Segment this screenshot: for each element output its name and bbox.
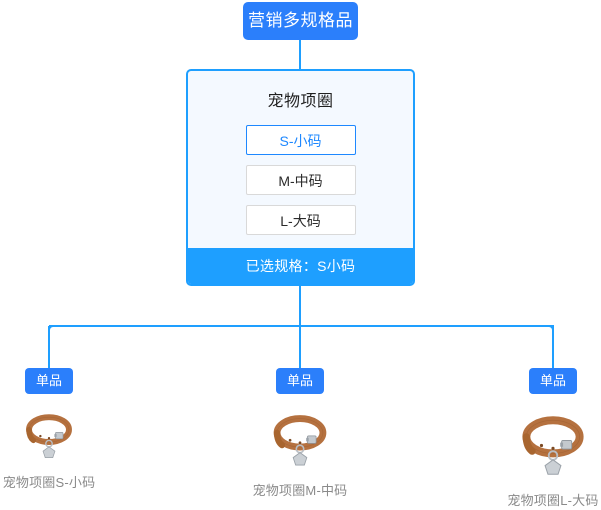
sku-column-small: 单品 宠物项圈S-小码 [0,368,129,491]
connector-card-to-bus [299,286,301,326]
sku-column-medium: 单品 宠物项圈M-中码 [220,368,380,499]
sku-badge-small[interactable]: 单品 [24,368,73,394]
pet-collar-medium-image [269,408,331,470]
connector-drop-sku-2 [299,326,301,368]
spec-selection-card: 宠物项圈 S-小码 M-中码 L-大码 已选规格：S小码 [186,69,415,286]
sku-caption-large: 宠物项圈L-大码 [507,493,599,508]
spec-option-medium[interactable]: M-中码 [245,165,356,195]
spec-card-body: 宠物项圈 S-小码 M-中码 L-大码 [188,71,413,248]
spec-option-list: S-小码 M-中码 L-大码 [188,125,413,235]
connector-horizontal-bus [49,325,554,327]
sku-badge-large[interactable]: 单品 [528,368,577,394]
sku-caption-medium: 宠物项圈M-中码 [252,483,348,498]
spec-option-small[interactable]: S-小码 [245,125,356,155]
spec-option-large[interactable]: L-大码 [245,205,356,235]
sku-badge-medium[interactable]: 单品 [275,368,324,394]
connector-drop-sku-1 [48,326,50,368]
sku-caption-small: 宠物项圈S-小码 [2,475,96,490]
sku-column-large: 单品 宠物项圈L-大码 [473,368,601,509]
spec-card-title: 宠物项圈 [267,93,334,110]
pet-collar-small-image [22,408,76,462]
selected-spec-footer: 已选规格：S小码 [188,248,413,284]
connector-drop-sku-3 [552,326,554,368]
pet-collar-large-image [517,408,589,480]
connector-root-to-card [299,40,301,70]
root-node-marketing-multi-spec[interactable]: 营销多规格品 [243,2,358,40]
